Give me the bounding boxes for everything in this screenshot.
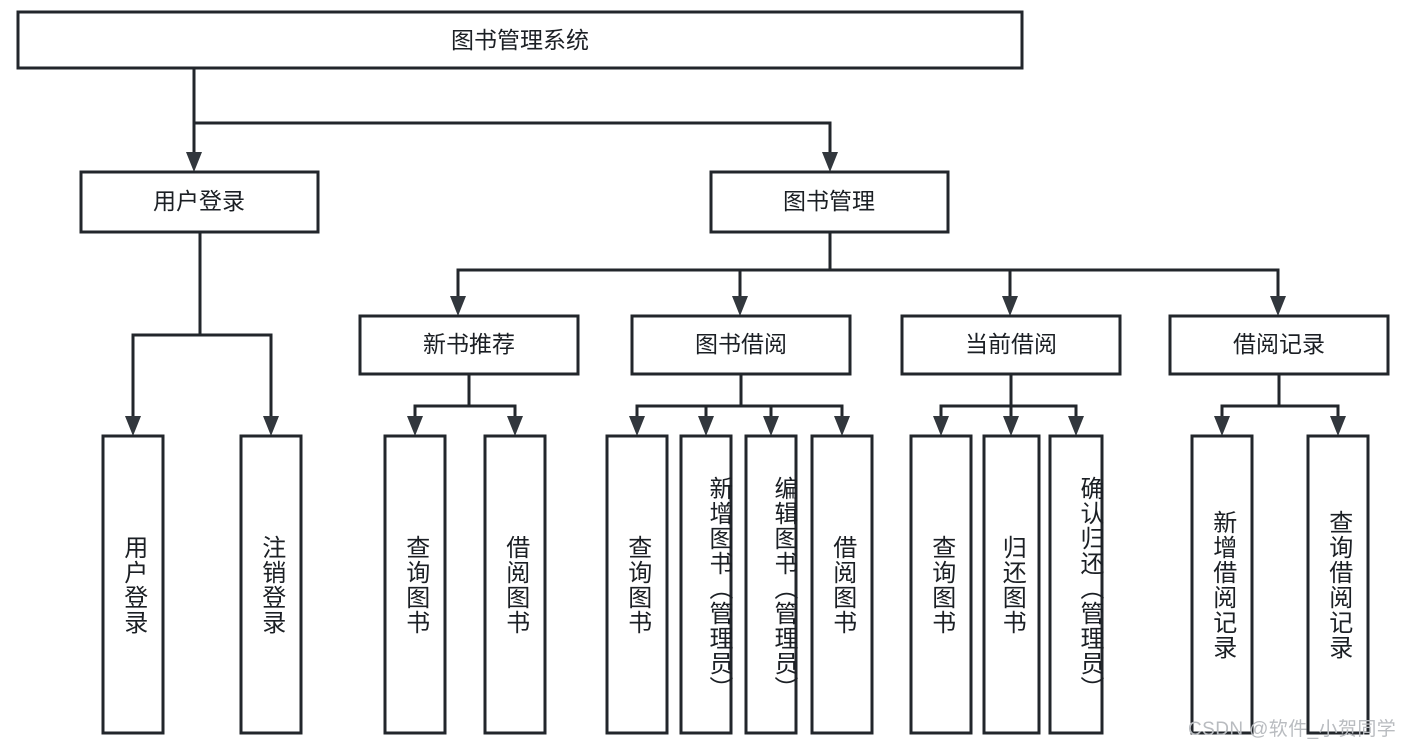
leaf-return-book-box[interactable] — [982, 434, 1041, 735]
node-root-label: 图书管理系统 — [451, 27, 589, 53]
arrow-ul-to-leaf-logout — [263, 416, 279, 436]
arrow-bb-to-borrow-book — [834, 416, 850, 436]
leaf-edit-book-box[interactable] — [744, 434, 798, 735]
arrow-cb-to-confirm-return — [1068, 416, 1084, 436]
node-book-manage-box[interactable] — [709, 170, 950, 234]
arrow-br-to-query-record — [1330, 416, 1346, 436]
edge-borrow-record-trunk — [1220, 372, 1340, 408]
arrow-bm-to-new-book-rec — [450, 296, 466, 316]
leaf-borrow-book-1-box[interactable] — [483, 434, 547, 735]
arrow-nbr-to-query-book — [407, 416, 423, 436]
node-user-login-box[interactable] — [79, 170, 320, 234]
node-borrow-record-label: 借阅记录 — [1233, 331, 1325, 357]
node-boxes — [16, 10, 1390, 735]
node-root-box[interactable] — [16, 10, 1024, 70]
arrow-bb-to-query-book — [629, 416, 645, 436]
arrow-bm-to-current-borrow — [1002, 296, 1018, 316]
arrow-ul-to-leaf-user-login — [125, 416, 141, 436]
node-current-borrow-label: 当前借阅 — [965, 331, 1057, 357]
arrow-cb-to-return-book — [1003, 416, 1019, 436]
node-labels: 图书管理系统 用户登录 图书管理 新书推荐 图书借阅 当前借阅 借阅记录 — [153, 27, 1325, 357]
leaf-query-book-2-box[interactable] — [605, 434, 669, 735]
watermark-text: CSDN @软件_小贺同学 — [1188, 719, 1397, 740]
edge-root-trunk — [192, 66, 832, 125]
leaf-query-book-1-box[interactable] — [383, 434, 447, 735]
arrow-bm-to-book-borrow — [732, 296, 748, 316]
node-book-manage-label: 图书管理 — [783, 188, 875, 214]
leaf-query-record-box[interactable] — [1306, 434, 1370, 735]
node-new-book-rec-box[interactable] — [358, 314, 580, 376]
node-borrow-record-box[interactable] — [1168, 314, 1390, 376]
leaf-confirm-return-box[interactable] — [1048, 434, 1104, 735]
node-book-borrow-box[interactable] — [630, 314, 852, 376]
edge-current-borrow-trunk — [939, 372, 1078, 408]
arrow-cb-to-query-book — [933, 416, 949, 436]
edge-new-book-rec-trunk — [413, 372, 517, 408]
arrow-nbr-to-borrow-book — [507, 416, 523, 436]
node-current-borrow-box[interactable] — [900, 314, 1122, 376]
arrow-bb-to-add-book — [698, 416, 714, 436]
edge-user-login-trunk — [131, 230, 273, 337]
leaf-query-book-3-box[interactable] — [909, 434, 973, 735]
leaf-logout-box[interactable] — [239, 434, 303, 735]
connectors — [125, 66, 1346, 436]
leaf-borrow-book-2-box[interactable] — [810, 434, 874, 735]
arrow-bb-to-edit-book — [763, 416, 779, 436]
arrow-bm-to-borrow-record — [1270, 296, 1286, 316]
edge-book-borrow-trunk — [635, 372, 844, 408]
node-book-borrow-label: 图书借阅 — [695, 331, 787, 357]
leaf-user-login-box[interactable] — [101, 434, 165, 735]
edge-book-manage-trunk — [456, 230, 1280, 272]
node-new-book-rec-label: 新书推荐 — [423, 331, 515, 357]
arrow-root-to-user-login — [186, 152, 202, 172]
node-user-login-label: 用户登录 — [153, 188, 245, 214]
leaf-add-book-box[interactable] — [679, 434, 733, 735]
leaf-add-record-box[interactable] — [1190, 434, 1254, 735]
arrow-br-to-add-record — [1214, 416, 1230, 436]
arrow-root-to-book-manage — [822, 152, 838, 172]
